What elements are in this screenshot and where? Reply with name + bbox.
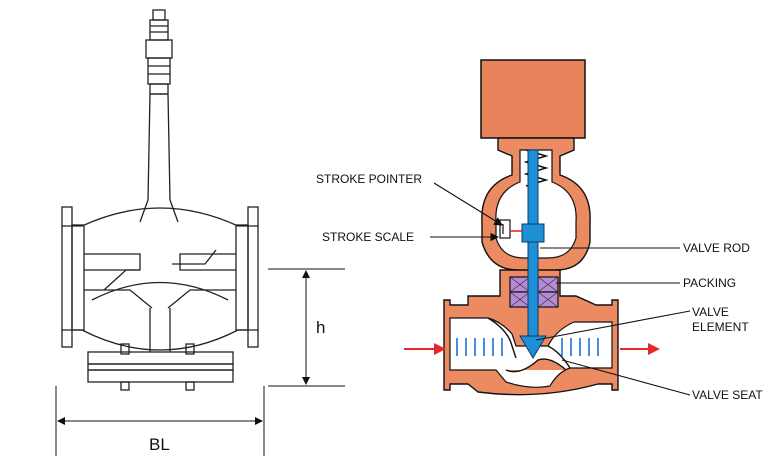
length-dimension	[55, 386, 265, 456]
valve-outline-drawing	[61, 9, 259, 391]
leader-lines	[430, 182, 691, 396]
valve-seat-web	[487, 317, 571, 369]
valve-element	[519, 335, 547, 359]
spring	[523, 149, 549, 187]
label-stroke-pointer: STROKE POINTER	[316, 172, 422, 186]
label-valve-element-line1: VALVE	[692, 305, 729, 319]
flow-arrow-out	[620, 343, 660, 355]
label-valve-element-line2: ELEMENT	[692, 320, 749, 334]
stroke-scale	[499, 219, 511, 239]
packing	[509, 276, 559, 308]
label-valve-seat: VALVE SEAT	[692, 388, 763, 402]
label-packing: PACKING	[683, 276, 736, 290]
flow-arrow-in	[404, 343, 446, 355]
height-label: h	[316, 318, 325, 337]
label-valve-rod: VALVE ROD	[683, 241, 750, 255]
label-stroke-scale: STROKE SCALE	[322, 230, 414, 244]
height-dimension	[268, 268, 345, 387]
length-label: BL	[149, 435, 170, 454]
actuator	[480, 59, 586, 139]
seat-ridge	[505, 358, 567, 373]
valve-rod	[527, 149, 539, 339]
rod-collar	[521, 223, 545, 243]
flow-lines	[456, 338, 599, 356]
